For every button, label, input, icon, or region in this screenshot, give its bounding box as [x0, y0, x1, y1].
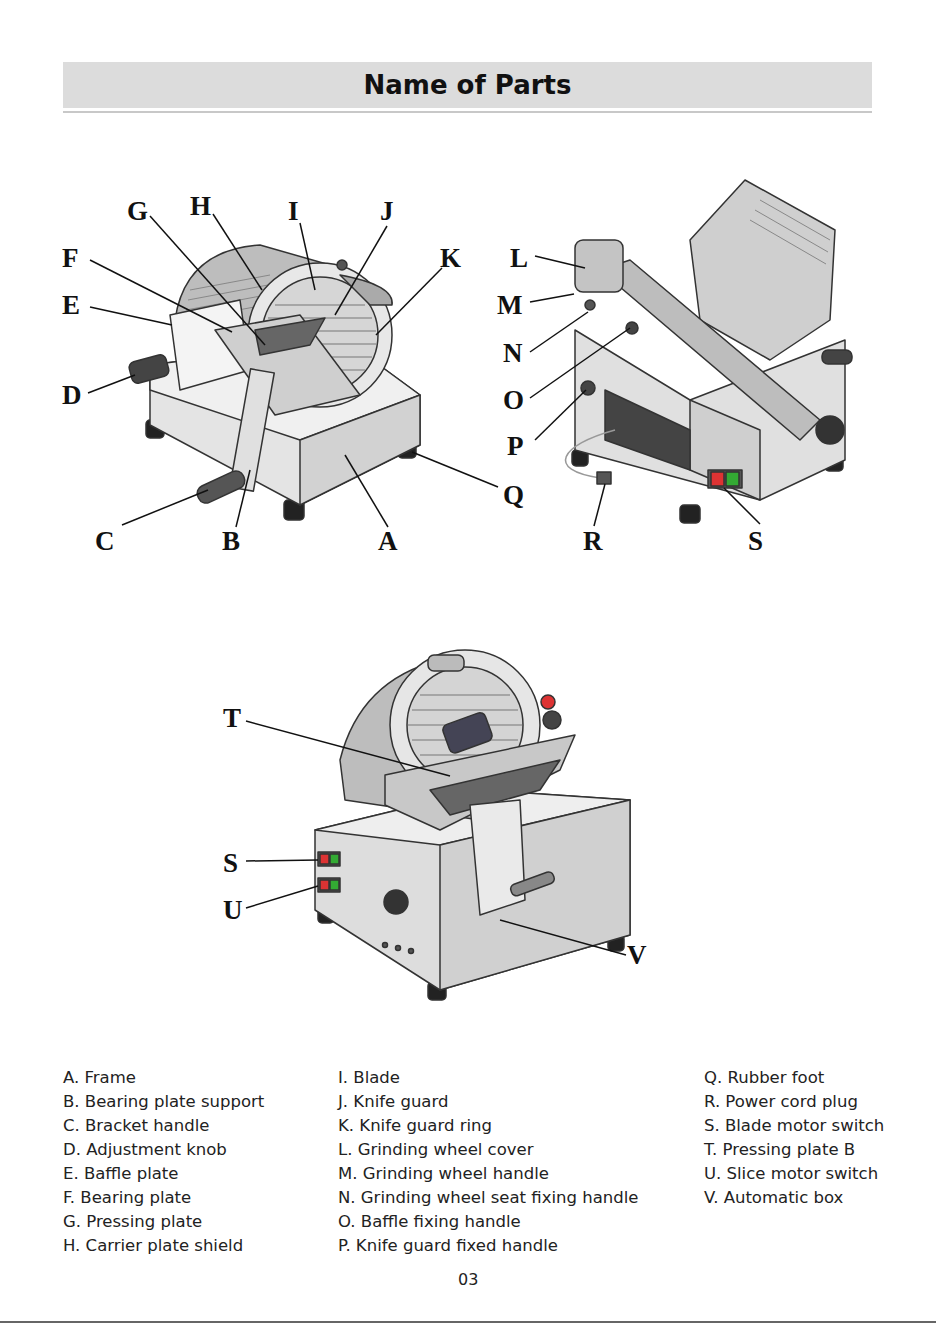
page-title: Name of Parts — [364, 70, 572, 100]
callout-letter: D — [62, 382, 82, 409]
part-list-item: A. Frame — [63, 1068, 136, 1088]
callout-letter: G — [127, 198, 148, 225]
part-list-item: E. Baffle plate — [63, 1164, 178, 1184]
part-list-item: U. Slice motor switch — [704, 1164, 878, 1184]
callout-letter: Q — [503, 482, 524, 509]
part-list-item: B. Bearing plate support — [63, 1092, 264, 1112]
callout-letter: F — [62, 245, 79, 272]
part-list-item: G. Pressing plate — [63, 1212, 202, 1232]
callout-letter: N — [503, 340, 523, 367]
title-band: Name of Parts — [63, 62, 872, 108]
part-list-item: L. Grinding wheel cover — [338, 1140, 533, 1160]
callout-letter: K — [440, 245, 461, 272]
part-list-item: F. Bearing plate — [63, 1188, 191, 1208]
part-list-item: K. Knife guard ring — [338, 1116, 492, 1136]
part-list-item: P. Knife guard fixed handle — [338, 1236, 558, 1256]
part-list-item: T. Pressing plate B — [704, 1140, 855, 1160]
callout-letter: A — [378, 528, 398, 555]
callout-letter: S — [748, 528, 763, 555]
part-list-item: V. Automatic box — [704, 1188, 843, 1208]
part-list-item: I. Blade — [338, 1068, 400, 1088]
callout-letter: L — [510, 245, 528, 272]
part-list-item: J. Knife guard — [338, 1092, 448, 1112]
callout-letter: C — [95, 528, 115, 555]
part-list-item: H. Carrier plate shield — [63, 1236, 243, 1256]
callout-letter: R — [583, 528, 603, 555]
part-list-item: M. Grinding wheel handle — [338, 1164, 549, 1184]
callout-letter: H — [190, 193, 211, 220]
callout-letter: B — [222, 528, 240, 555]
part-list-item: N. Grinding wheel seat fixing handle — [338, 1188, 639, 1208]
callout-letter: V — [627, 942, 647, 969]
part-list-item: R. Power cord plug — [704, 1092, 858, 1112]
part-list-item: D. Adjustment knob — [63, 1140, 227, 1160]
callout-letter: E — [62, 292, 80, 319]
part-list-item: C. Bracket handle — [63, 1116, 209, 1136]
callout-letter: T — [223, 705, 241, 732]
callout-letter: P — [507, 433, 524, 460]
callout-letter: I — [288, 198, 299, 225]
callout-letter: U — [223, 897, 243, 924]
part-list-item: S. Blade motor switch — [704, 1116, 884, 1136]
callout-letter: M — [497, 292, 522, 319]
callout-letter: S — [223, 850, 238, 877]
callout-letter: J — [380, 198, 394, 225]
part-list-item: O. Baffle fixing handle — [338, 1212, 521, 1232]
part-list-item: Q. Rubber foot — [704, 1068, 824, 1088]
callout-letter: O — [503, 387, 524, 414]
page-number: 03 — [458, 1270, 478, 1289]
